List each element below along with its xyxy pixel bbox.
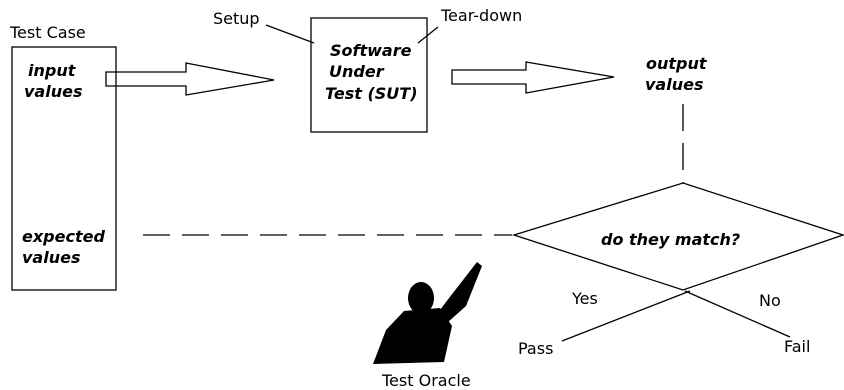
expected-values-line1: expected: [22, 227, 105, 246]
test-case-box: [11, 46, 117, 291]
test-oracle-label: Test Oracle: [381, 371, 471, 390]
yes-label: Yes: [571, 289, 598, 308]
setup-leader-line: [265, 24, 315, 44]
sut-line1: Software: [330, 41, 412, 60]
fail-label: Fail: [784, 337, 810, 356]
pass-label: Pass: [518, 339, 553, 358]
test-case-title: Test Case: [9, 23, 86, 42]
teardown-label: Tear-down: [440, 6, 522, 25]
output-values-line2: values: [645, 75, 703, 94]
input-values-line2: values: [24, 82, 82, 101]
output-values-line1: output: [646, 54, 708, 73]
setup-label: Setup: [213, 9, 260, 28]
no-label: No: [759, 291, 781, 310]
pass-branch-line: [561, 290, 691, 342]
fail-branch-line: [684, 290, 791, 338]
decision-question: do they match?: [601, 230, 740, 249]
sut-to-output-arrow: [451, 61, 615, 94]
decision-diamond: [511, 182, 844, 291]
test-oracle-person-icon: [373, 262, 482, 364]
input-values-line1: input: [28, 61, 77, 80]
sut-line2: Under: [329, 62, 385, 81]
input-to-sut-arrow: [105, 62, 275, 96]
sut-line3: Test (SUT): [325, 84, 418, 103]
sut-box: [310, 17, 428, 133]
expected-values-line2: values: [22, 248, 80, 267]
teardown-leader-line: [417, 26, 439, 44]
